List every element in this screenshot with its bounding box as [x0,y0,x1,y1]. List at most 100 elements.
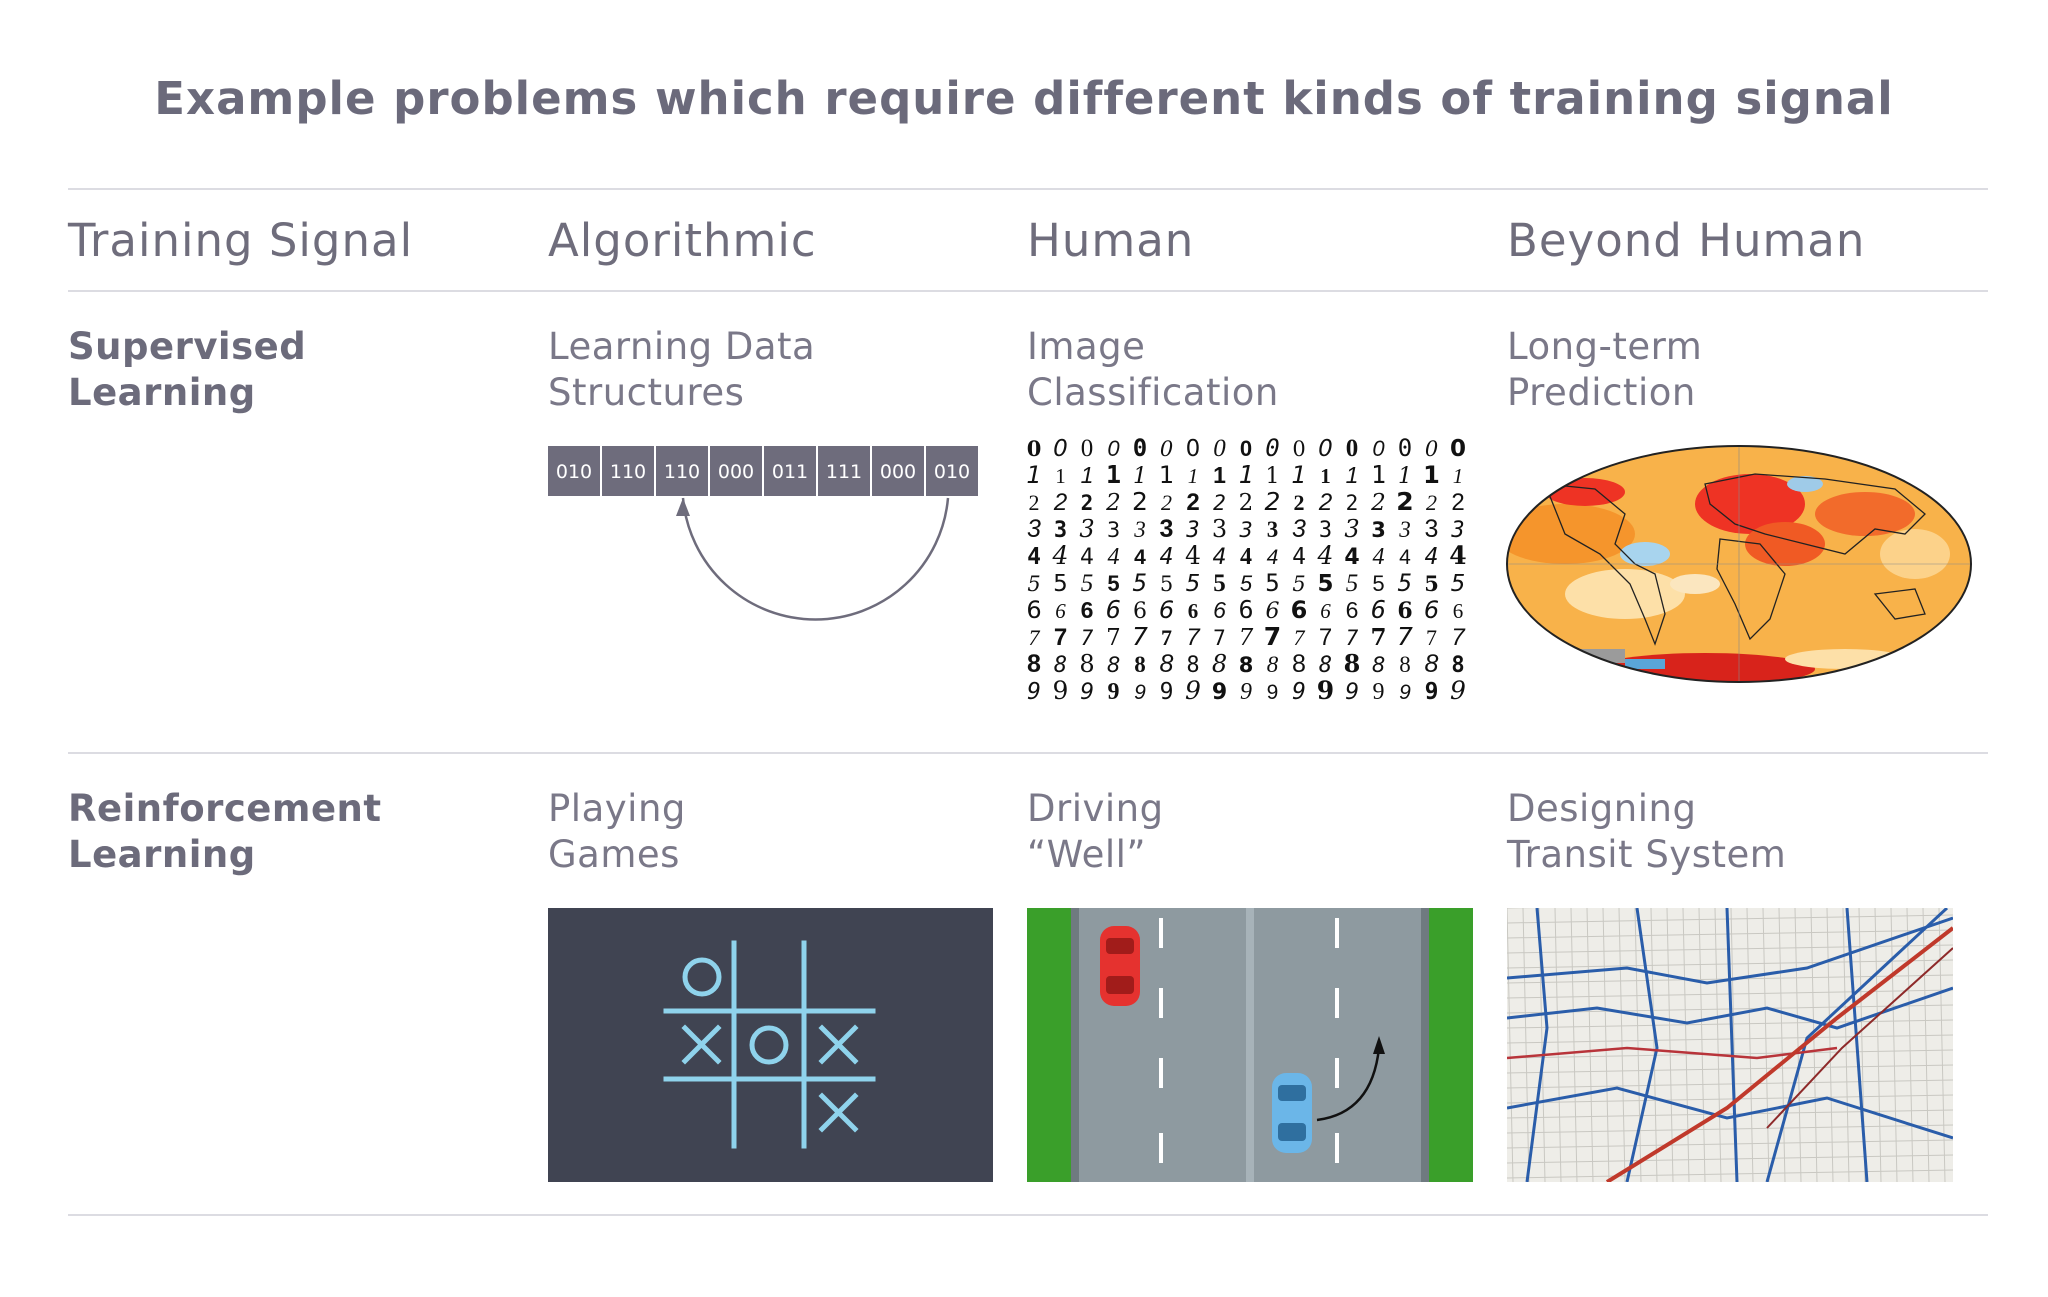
cell-driving-well: Driving “Well” [1027,787,1164,876]
handwritten-digit: 6 [1159,596,1174,624]
handwritten-digit: 9 [1450,676,1466,705]
handwritten-digit: 2 [1213,491,1226,515]
header-bottom-rule [68,290,1988,292]
bit-cell-label: 110 [610,461,646,483]
handwritten-digit: 4 [1373,544,1385,570]
handwritten-digit: 6 [1081,597,1094,623]
handwritten-digit: 3 [1079,515,1094,543]
handwritten-digit: 2 [1132,487,1148,516]
handwritten-digit: 1 [1453,464,1464,488]
handwritten-digit: 0 [1027,436,1042,461]
bit-cell [548,446,600,496]
handwritten-digit: 2 [1053,489,1067,516]
handwritten-digit: 0 [1292,437,1305,461]
handwritten-digit: 1 [1423,461,1440,489]
arrow-head [676,498,690,516]
handwritten-digit: 6 [1320,599,1331,623]
handwritten-digit: 4 [1134,546,1146,569]
handwritten-digit: 9 [1160,679,1174,705]
handwritten-digit: 4 [1080,545,1094,570]
handwritten-digit: 5 [1372,571,1384,596]
handwritten-digit: 1 [1106,460,1121,489]
handwritten-digit: 5 [1451,571,1466,597]
handwritten-digit: 0 [1265,434,1279,462]
bit-cell [656,446,708,496]
handwritten-digit: 2 [1451,489,1464,516]
handwritten-digit: 7 [1370,624,1386,651]
handwritten-digit: 2 [1370,490,1386,516]
handwritten-digit: 9 [1134,681,1146,704]
handwritten-digit: 3 [1239,518,1252,542]
handwritten-digit: 6 [1291,596,1308,624]
handwritten-digit: 9 [1399,681,1411,704]
handwritten-digit: 9 [1027,679,1041,705]
handwritten-digit: 3 [1398,517,1411,542]
header-top-rule [68,188,1988,190]
handwritten-digit: 3 [1267,517,1279,542]
tic-tac-toe-icon [548,908,993,1182]
handwritten-digit: 4 [1027,544,1041,570]
handwritten-digit: 7 [1161,625,1172,650]
bit-cell [818,446,870,496]
handwritten-digit: 5 [1265,569,1279,597]
handwritten-digit: 3 [1027,515,1041,543]
bit-cell-label: 010 [934,461,970,483]
handwritten-digit: 0 [1318,436,1333,462]
handwritten-digit: 0 [1081,435,1094,462]
handwritten-digit: 0 [1053,436,1068,462]
cell-long-term-prediction: Long-term Prediction [1507,325,1703,414]
cell-image-classification: Image Classification [1027,325,1279,414]
red-car-icon [1100,926,1140,1006]
handwritten-digit: 8 [1267,652,1279,677]
handwritten-digit: 0 [1398,434,1412,462]
handwritten-digit: 2 [1081,491,1094,515]
handwritten-digit: 5 [1081,570,1094,597]
bit-cell-label: 010 [556,461,592,483]
handwritten-digit: 3 [1450,518,1464,543]
handwritten-digit: 8 [1239,653,1254,677]
handwritten-digit: 7 [1029,625,1041,650]
handwritten-digit: 2 [1318,489,1332,516]
bit-cell [764,446,816,496]
bit-cell-label: 111 [826,461,862,483]
bit-cell-label: 000 [718,461,754,483]
handwritten-digit: 7 [1264,622,1281,651]
handwritten-digit: 4 [1292,544,1306,570]
row-label-supervised: Supervised Learning [68,325,307,414]
cell-designing-transit-system: Designing Transit System [1507,787,1787,876]
handwritten-digit: 2 [1294,490,1305,515]
handwritten-digit: 6 [1213,597,1226,623]
handwritten-digit: 4 [1052,541,1069,570]
handwritten-digit: 1 [1133,464,1147,489]
driving-road-illustration [1027,908,1473,1182]
row-label-reinforcement: Reinforcement Learning [68,787,382,876]
handwritten-digit: 9 [1345,680,1359,705]
handwritten-digit: 2 [1029,490,1040,515]
handwritten-digit: 0 [1186,436,1201,462]
handwritten-digit: 9 [1267,681,1279,704]
handwritten-digit: 9 [1317,676,1334,705]
handwritten-digit: 8 [1107,653,1120,677]
handwritten-digit: 5 [1424,571,1439,596]
handwritten-digit: 6 [1346,597,1359,623]
bit-cell-label: 011 [772,461,808,483]
handwritten-digit: 4 [1240,544,1252,570]
handwritten-digit: 3 [1319,518,1332,543]
handwritten-digit: 6 [1188,599,1199,623]
handwritten-digit: 8 [1319,653,1332,678]
handwritten-digit: 6 [1266,599,1280,624]
handwritten-digit: 1 [1398,464,1412,489]
handwritten-digit: 5 [1133,569,1147,597]
handwritten-digit: 7 [1451,624,1466,651]
handwritten-digit: 0 [1240,436,1252,461]
handwritten-digit: 1 [1055,464,1066,488]
handwritten-digit: 3 [1054,518,1067,543]
handwritten-digit: 4 [1213,545,1227,570]
handwritten-digit: 9 [1185,676,1201,705]
handwritten-digit: 5 [1027,572,1040,596]
handwritten-digit: 7 [1239,625,1254,651]
handwritten-digit: 0 [1213,435,1226,462]
handwritten-digit: 0 [1425,437,1438,461]
handwritten-digit: 4 [1160,544,1174,570]
transit-map-icon [1507,908,1953,1182]
